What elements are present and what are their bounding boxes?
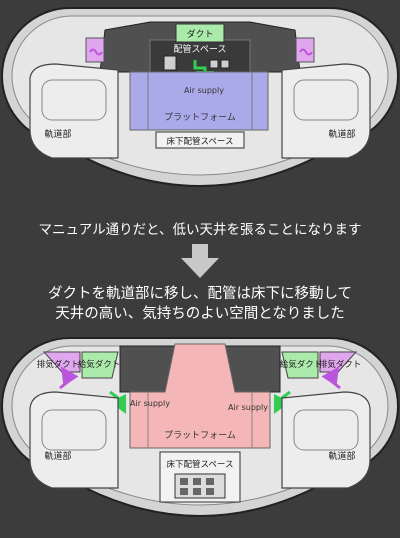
bottom-air-supply-right-label: Air supply bbox=[228, 403, 268, 412]
bottom-train-right-window bbox=[293, 409, 359, 451]
top-duct-label: ダクト bbox=[186, 28, 213, 40]
bottom-train-left bbox=[29, 391, 119, 489]
bottom-track-left-label: 軌道部 bbox=[44, 450, 71, 462]
top-train-right bbox=[281, 63, 371, 159]
bottom-supply-duct-left-label: 給気ダクト bbox=[78, 359, 121, 370]
bottom-exhaust-arrow-right bbox=[321, 366, 341, 390]
top-underfloor-label: 床下配管スペース bbox=[167, 136, 234, 147]
top-platform-area bbox=[129, 71, 269, 131]
top-pipe-fittings bbox=[163, 55, 230, 71]
bottom-underfloor-label: 床下配管スペース bbox=[167, 459, 234, 470]
top-underfloor-box bbox=[155, 131, 245, 149]
top-train-left bbox=[29, 63, 119, 159]
bottom-underfloor-pipes bbox=[180, 478, 214, 495]
top-piping-space-label: 配管スペース bbox=[174, 43, 227, 55]
top-air-supply-label: Air supply bbox=[184, 86, 224, 95]
top-section: ダクト 配管スペース Air supply プラットフォーム 軌道部 軌道部 床… bbox=[1, 7, 399, 187]
caption-after-line1: ダクトを軌道部に移し、配管は床下に移動して bbox=[47, 286, 353, 302]
caption-after: ダクトを軌道部に移し、配管は床下に移動して 天井の高い、気持ちのよい空間となりま… bbox=[0, 284, 400, 324]
bottom-air-supply-left-label: Air supply bbox=[130, 399, 170, 408]
bottom-platform-label: プラットフォーム bbox=[164, 430, 236, 441]
bottom-train-right bbox=[281, 391, 371, 489]
bottom-section: プラットフォーム Air supply Air supply 排気ダクト 給気ダ… bbox=[1, 337, 399, 517]
bottom-supply-duct-right-label: 給気ダクト bbox=[280, 359, 323, 370]
bottom-exhaust-duct-left-label: 排気ダクト bbox=[37, 359, 80, 370]
bottom-train-left-window bbox=[41, 409, 107, 451]
top-train-left-window bbox=[41, 79, 107, 121]
top-exhaust-wave-right bbox=[299, 48, 313, 56]
top-exhaust-wave-left bbox=[89, 48, 103, 56]
caption-after-line2: 天井の高い、気持ちのよい空間となりました bbox=[55, 306, 345, 322]
caption-before: マニュアル通りだと、低い天井を張ることになります bbox=[38, 222, 362, 238]
bottom-track-right-label: 軌道部 bbox=[328, 450, 355, 462]
down-arrow-icon bbox=[181, 244, 219, 278]
top-duct-box bbox=[175, 23, 225, 43]
bottom-platform-area bbox=[129, 343, 271, 449]
top-train-right-window bbox=[293, 79, 359, 121]
bottom-exhaust-duct-right-label: 排気ダクト bbox=[319, 359, 362, 370]
top-platform-label: プラットフォーム bbox=[164, 112, 236, 123]
bottom-supply-duct-right-box bbox=[281, 351, 319, 379]
bottom-exhaust-arrow-left bbox=[59, 366, 79, 390]
top-track-right-label: 軌道部 bbox=[328, 128, 355, 140]
top-track-left-label: 軌道部 bbox=[44, 128, 71, 140]
bottom-supply-duct-left-box bbox=[81, 351, 119, 379]
